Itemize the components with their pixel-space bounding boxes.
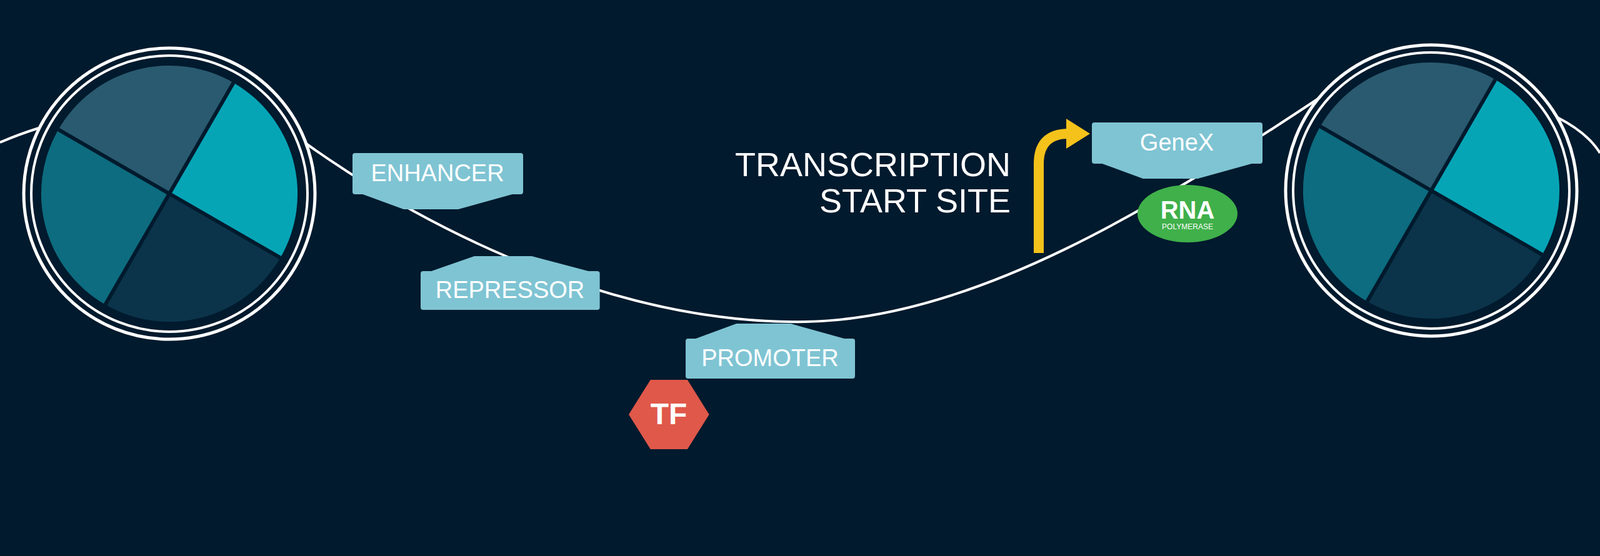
arrow-head bbox=[1066, 118, 1090, 149]
node-label: PROMOTER bbox=[701, 346, 839, 372]
gene-box: GeneX bbox=[1091, 122, 1263, 179]
node-label: RNA bbox=[1160, 196, 1215, 224]
enhancer-box: ENHANCER bbox=[352, 153, 524, 210]
box-body bbox=[685, 338, 855, 379]
start-site-label: TRANSCRIPTION START SITE bbox=[685, 146, 1011, 220]
node-label: TF bbox=[650, 398, 688, 430]
box-tab bbox=[1100, 163, 1254, 179]
start-site-arrow bbox=[1038, 133, 1070, 254]
dna-strand bbox=[306, 97, 1320, 322]
node-label: GeneX bbox=[1140, 130, 1214, 156]
rna-polymerase-ellipse: RNAPOLYMERASE bbox=[1137, 185, 1238, 243]
ellipse bbox=[1137, 185, 1238, 243]
box-body bbox=[1091, 122, 1263, 164]
box-body bbox=[420, 271, 600, 310]
node-label: ENHANCER bbox=[370, 161, 504, 187]
node-label: REPRESSOR bbox=[435, 278, 585, 304]
box-tab bbox=[429, 256, 591, 272]
hexagon bbox=[628, 380, 710, 450]
node-sublabel: POLYMERASE bbox=[1161, 223, 1214, 232]
nucleosome bbox=[12, 36, 327, 351]
box-tab bbox=[360, 193, 515, 210]
transcription-factor-hexagon: TF bbox=[628, 380, 710, 450]
box-tab bbox=[693, 323, 847, 340]
box-body bbox=[352, 153, 524, 195]
promoter-box: PROMOTER bbox=[685, 323, 855, 379]
repressor-box: REPRESSOR bbox=[420, 256, 600, 310]
nucleosome bbox=[1274, 33, 1589, 348]
